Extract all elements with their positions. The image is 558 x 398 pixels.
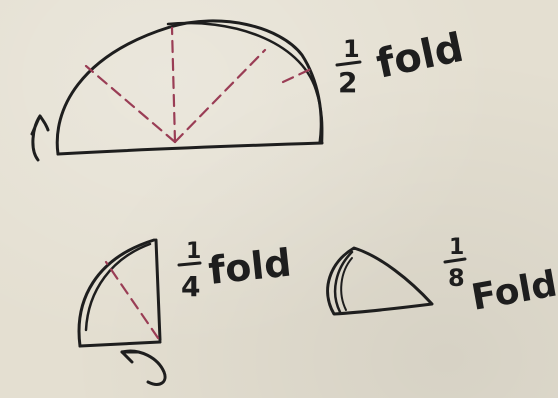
half-numerator: 1 <box>343 35 360 63</box>
quarter-fold-label: 1 4 fold <box>177 239 293 303</box>
crease-line <box>104 260 160 340</box>
half-fold-label: 1 2 fold <box>335 25 468 99</box>
eighth-word: Fold <box>468 264 558 319</box>
crease-line <box>281 66 315 84</box>
quarter-fold-shape <box>77 238 162 348</box>
crease-line <box>84 64 177 144</box>
eighth-denominator: 8 <box>448 264 465 292</box>
curved-arrow-icon <box>30 114 50 162</box>
half-denominator: 2 <box>338 66 357 99</box>
curved-arrow-icon <box>120 349 167 386</box>
eighth-fold-label: 1 8 Fold <box>443 235 558 319</box>
half-word: fold <box>373 25 468 88</box>
quarter-denominator: 4 <box>181 270 200 303</box>
eighth-numerator: 1 <box>449 235 464 260</box>
half-fold-shape <box>55 19 324 156</box>
crease-line <box>173 48 267 144</box>
quarter-numerator: 1 <box>186 239 201 264</box>
quarter-word: fold <box>206 241 293 293</box>
eighth-fold-shape <box>326 246 434 316</box>
crease-line <box>170 26 177 144</box>
